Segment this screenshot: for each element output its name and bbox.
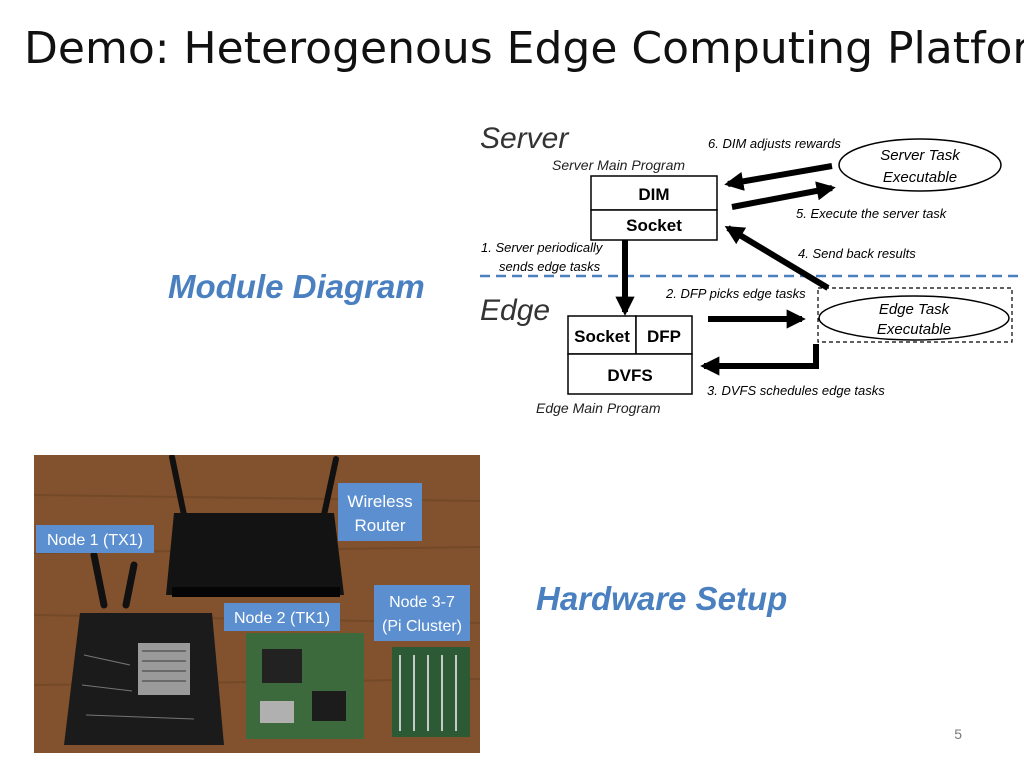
- server-main-program-label: Server Main Program: [552, 157, 685, 173]
- server-task-ellipse: [838, 138, 1002, 192]
- edge-section-label: Edge: [480, 294, 550, 327]
- node2-board: [246, 633, 364, 739]
- node2-label: Node 2 (TK1): [234, 610, 330, 627]
- server-task-line1: Server Task: [880, 147, 961, 164]
- step5-label: 5. Execute the server task: [796, 206, 948, 221]
- server-task-line2: Executable: [883, 169, 957, 186]
- node3-label-box: [374, 585, 470, 641]
- step2-label: 2. DFP picks edge tasks: [665, 286, 806, 301]
- router-label-box: [338, 483, 422, 541]
- arrow-step4: [724, 225, 830, 291]
- step4-label: 4. Send back results: [798, 246, 916, 261]
- edge-task-line1: Edge Task: [879, 301, 951, 318]
- hardware-photo: Wireless Router Node 1 (TX1) Node 2 (TK1…: [34, 455, 480, 753]
- step1-label-line2: sends edge tasks: [499, 259, 601, 274]
- dim-block: [590, 175, 718, 211]
- page-number: 5: [954, 726, 962, 742]
- server-socket-label: Socket: [626, 216, 682, 235]
- router-label-line2: Router: [354, 516, 405, 535]
- node3-label-line2: (Pi Cluster): [382, 618, 462, 635]
- edge-main-program-label: Edge Main Program: [536, 400, 661, 416]
- dfp-block-label: DFP: [647, 327, 681, 346]
- router-label-line1: Wireless: [347, 492, 412, 511]
- module-diagram: Server Edge Server Main Program Edge Mai…: [480, 122, 1024, 416]
- node1-label: Node 1 (TX1): [47, 532, 143, 549]
- node3-label-line1: Node 3-7: [389, 594, 455, 611]
- step1-label-line1: 1. Server periodically: [481, 240, 604, 255]
- node2-label-box: [224, 603, 340, 631]
- edge-socket-label: Socket: [574, 327, 630, 346]
- arrow-step3: [700, 344, 819, 376]
- arrow-step5: [731, 181, 836, 210]
- module-diagram-caption: Module Diagram: [168, 268, 425, 305]
- slide-title: Demo: Heterogenous Edge Computing Platfo…: [24, 23, 1024, 74]
- dvfs-block-label: DVFS: [607, 366, 652, 385]
- step6-label: 6. DIM adjusts rewards: [708, 136, 841, 151]
- dfp-block: [635, 315, 693, 355]
- arrow-step6: [724, 163, 833, 191]
- hardware-setup-caption: Hardware Setup: [536, 580, 788, 617]
- node1-label-box: [36, 525, 154, 553]
- step3-label: 3. DVFS schedules edge tasks: [707, 383, 885, 398]
- pi-cluster-device: [392, 647, 470, 737]
- edge-task-ellipse: [818, 295, 1010, 341]
- edge-task-container: [817, 287, 1013, 343]
- edge-task-line2: Executable: [877, 321, 951, 338]
- wireless-router-device: [166, 455, 344, 597]
- node1-board: [64, 551, 224, 745]
- dim-block-label: DIM: [638, 185, 669, 204]
- dvfs-block: [567, 353, 693, 395]
- server-socket-block: [590, 209, 718, 241]
- server-section-label: Server: [480, 122, 569, 155]
